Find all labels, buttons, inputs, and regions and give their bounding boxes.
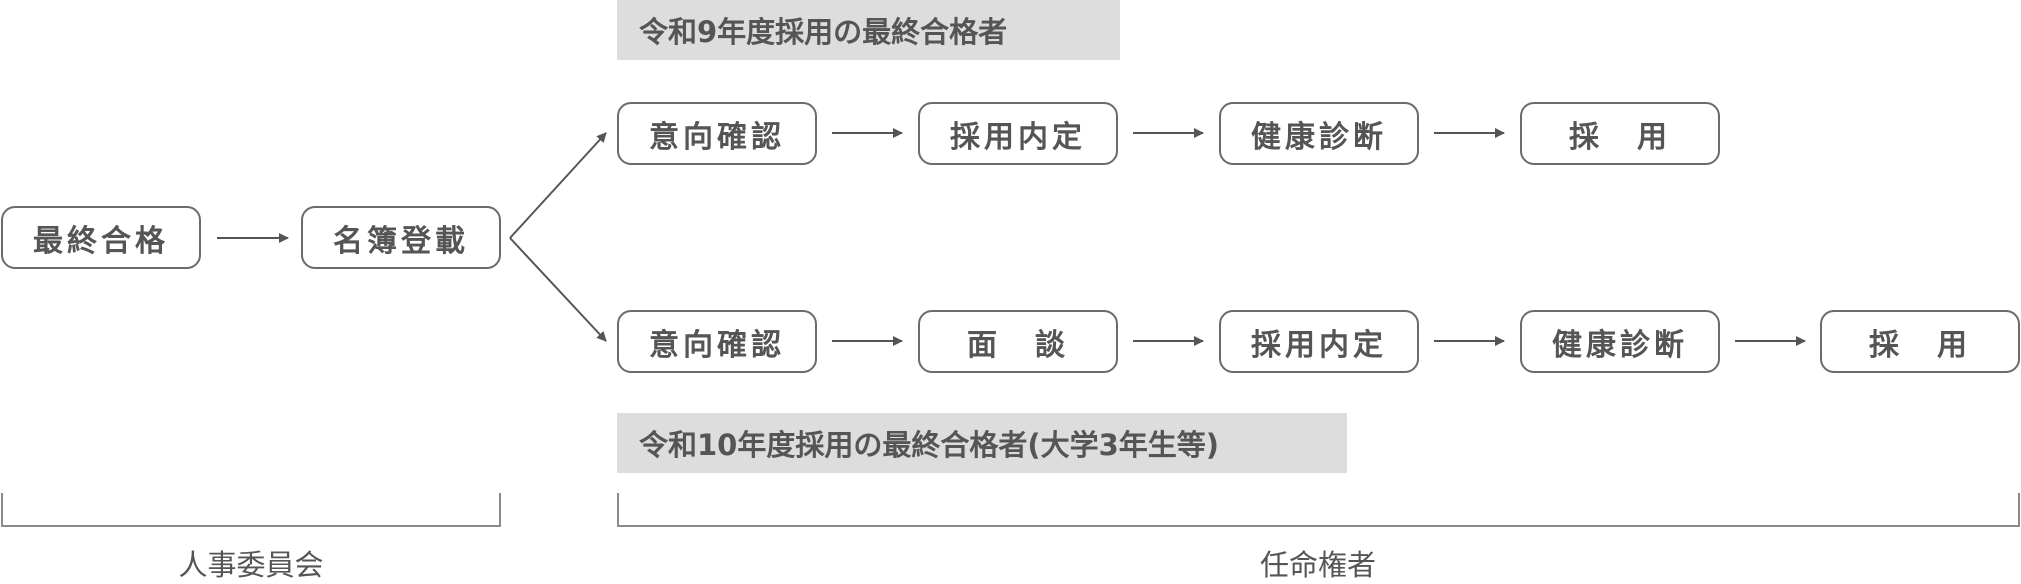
bottom-step-interview: 面 談 xyxy=(918,310,1118,373)
bottom-step-health-check: 健康診断 xyxy=(1520,310,1720,373)
top-track-label: 令和9年度採用の最終合格者 xyxy=(617,0,1120,60)
top-step-hiring: 採 用 xyxy=(1520,102,1720,165)
arrow-branch-top xyxy=(509,132,607,239)
step-list-registration: 名簿登載 xyxy=(301,206,501,269)
top-step-health-check: 健康診断 xyxy=(1219,102,1419,165)
bracket-appointing-authority xyxy=(617,493,2020,527)
bottom-step-intent-confirmation: 意向確認 xyxy=(617,310,817,373)
label-appointing-authority: 任命権者 xyxy=(1259,548,1377,582)
bottom-step-hiring: 採 用 xyxy=(1820,310,2020,373)
top-step-informal-offer: 採用内定 xyxy=(918,102,1118,165)
step-final-pass: 最終合格 xyxy=(1,206,201,269)
bracket-personnel-committee xyxy=(1,493,501,527)
bottom-track-label: 令和10年度採用の最終合格者(大学3年生等) xyxy=(617,413,1347,473)
top-step-intent-confirmation: 意向確認 xyxy=(617,102,817,165)
bottom-step-informal-offer: 採用内定 xyxy=(1219,310,1419,373)
arrow-branch-bottom xyxy=(509,237,607,342)
label-personnel-committee: 人事委員会 xyxy=(178,548,324,582)
